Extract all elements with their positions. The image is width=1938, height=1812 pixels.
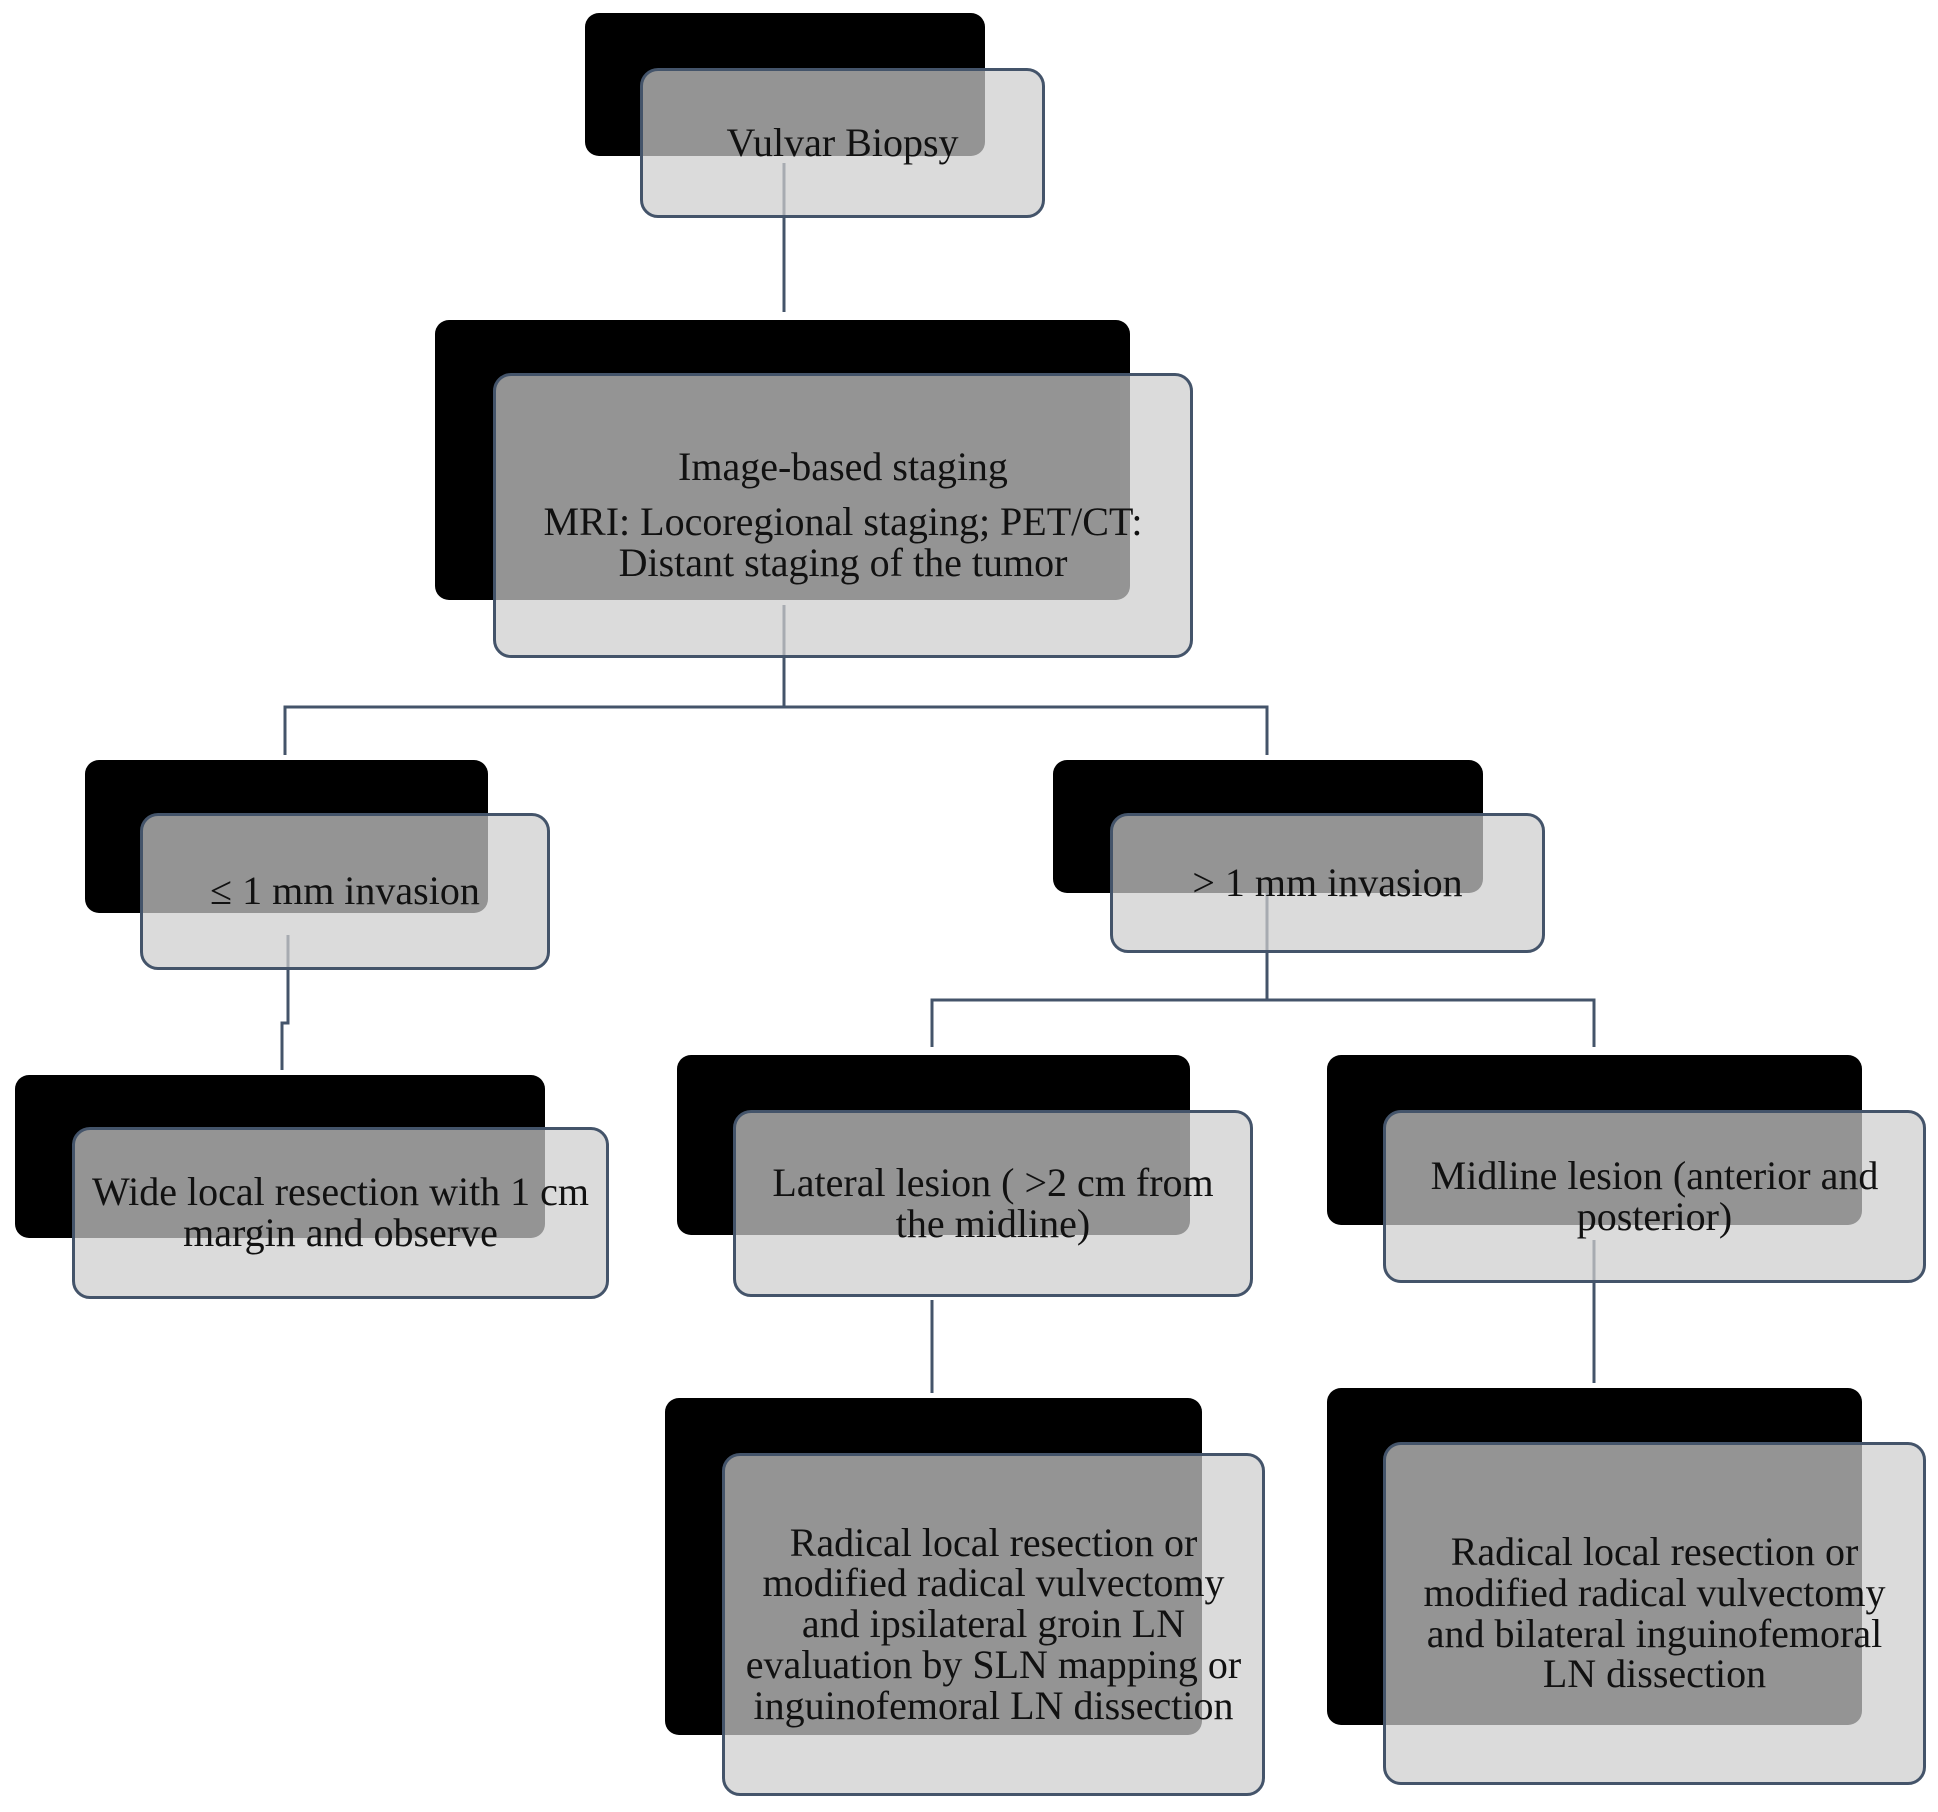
wide-local-resection-node: Wide local resection with 1 cm margin an… xyxy=(72,1127,609,1299)
le-1mm-invasion-node: ≤ 1 mm invasion xyxy=(140,813,550,970)
midline-lesion-node: Midline lesion (anterior and posterior) xyxy=(1383,1110,1926,1283)
lateral-treatment-label: Radical local resection or modified radi… xyxy=(745,1519,1242,1728)
vulvar-biopsy-label: Vulvar Biopsy xyxy=(726,119,959,165)
image-staging-text: Image-based staging MRI: Locoregional st… xyxy=(510,444,1176,585)
lateral-lesion-label: Lateral lesion ( >2 cm from the midline) xyxy=(772,1159,1214,1246)
image-staging-node: Image-based staging MRI: Locoregional st… xyxy=(493,373,1193,658)
le-1mm-invasion-label: ≤ 1 mm invasion xyxy=(210,868,480,914)
gt-1mm-invasion-node: > 1 mm invasion xyxy=(1110,813,1545,953)
connector-split-lateral-midline xyxy=(930,998,1596,1047)
wide-local-resection-label: Wide local resection with 1 cm margin an… xyxy=(91,1169,590,1255)
midline-lesion-label: Midline lesion (anterior and posterior) xyxy=(1430,1152,1879,1239)
midline-treatment-node: Radical local resection or modified radi… xyxy=(1383,1442,1926,1785)
image-staging-detail: MRI: Locoregional staging; PET/CT: Dista… xyxy=(543,499,1143,585)
lateral-lesion-node: Lateral lesion ( >2 cm from the midline) xyxy=(733,1110,1253,1297)
lateral-treatment-node: Radical local resection or modified radi… xyxy=(722,1453,1265,1796)
midline-treatment-label: Radical local resection or modified radi… xyxy=(1423,1528,1886,1697)
gt-1mm-invasion-label: > 1 mm invasion xyxy=(1192,859,1463,905)
vulvar-biopsy-node: Vulvar Biopsy xyxy=(640,68,1045,218)
connector-split-left xyxy=(283,705,1269,755)
image-staging-title: Image-based staging xyxy=(678,444,1008,490)
